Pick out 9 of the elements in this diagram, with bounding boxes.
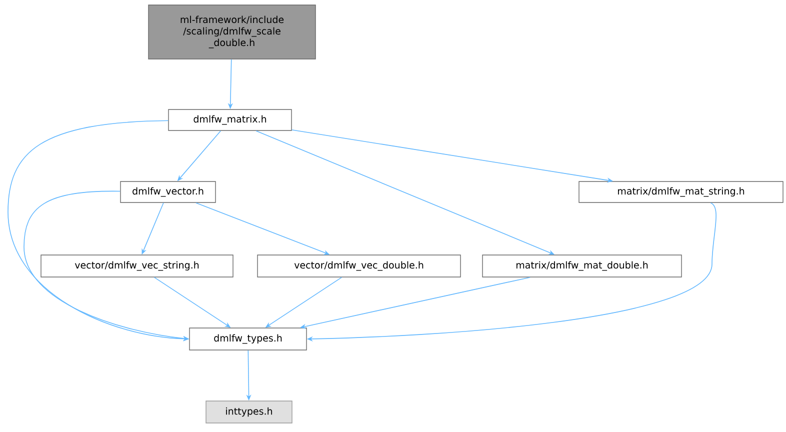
file-box: vector/dmlfw_vec_string.h xyxy=(40,254,234,278)
file-box: matrix/dmlfw_mat_double.h xyxy=(482,254,682,278)
file-box: inttypes.h xyxy=(206,400,292,424)
file-box: dmlfw_vector.h xyxy=(120,181,216,203)
file-box: ml-framework/include /scaling/dmlfw_scale _double.h xyxy=(148,4,316,60)
file-box: matrix/dmlfw_mat_string.h xyxy=(578,181,784,203)
file-box: dmlfw_types.h xyxy=(189,328,307,350)
file-box: vector/dmlfw_vec_double.h xyxy=(257,254,461,278)
file-box: dmlfw_matrix.h xyxy=(168,109,292,131)
